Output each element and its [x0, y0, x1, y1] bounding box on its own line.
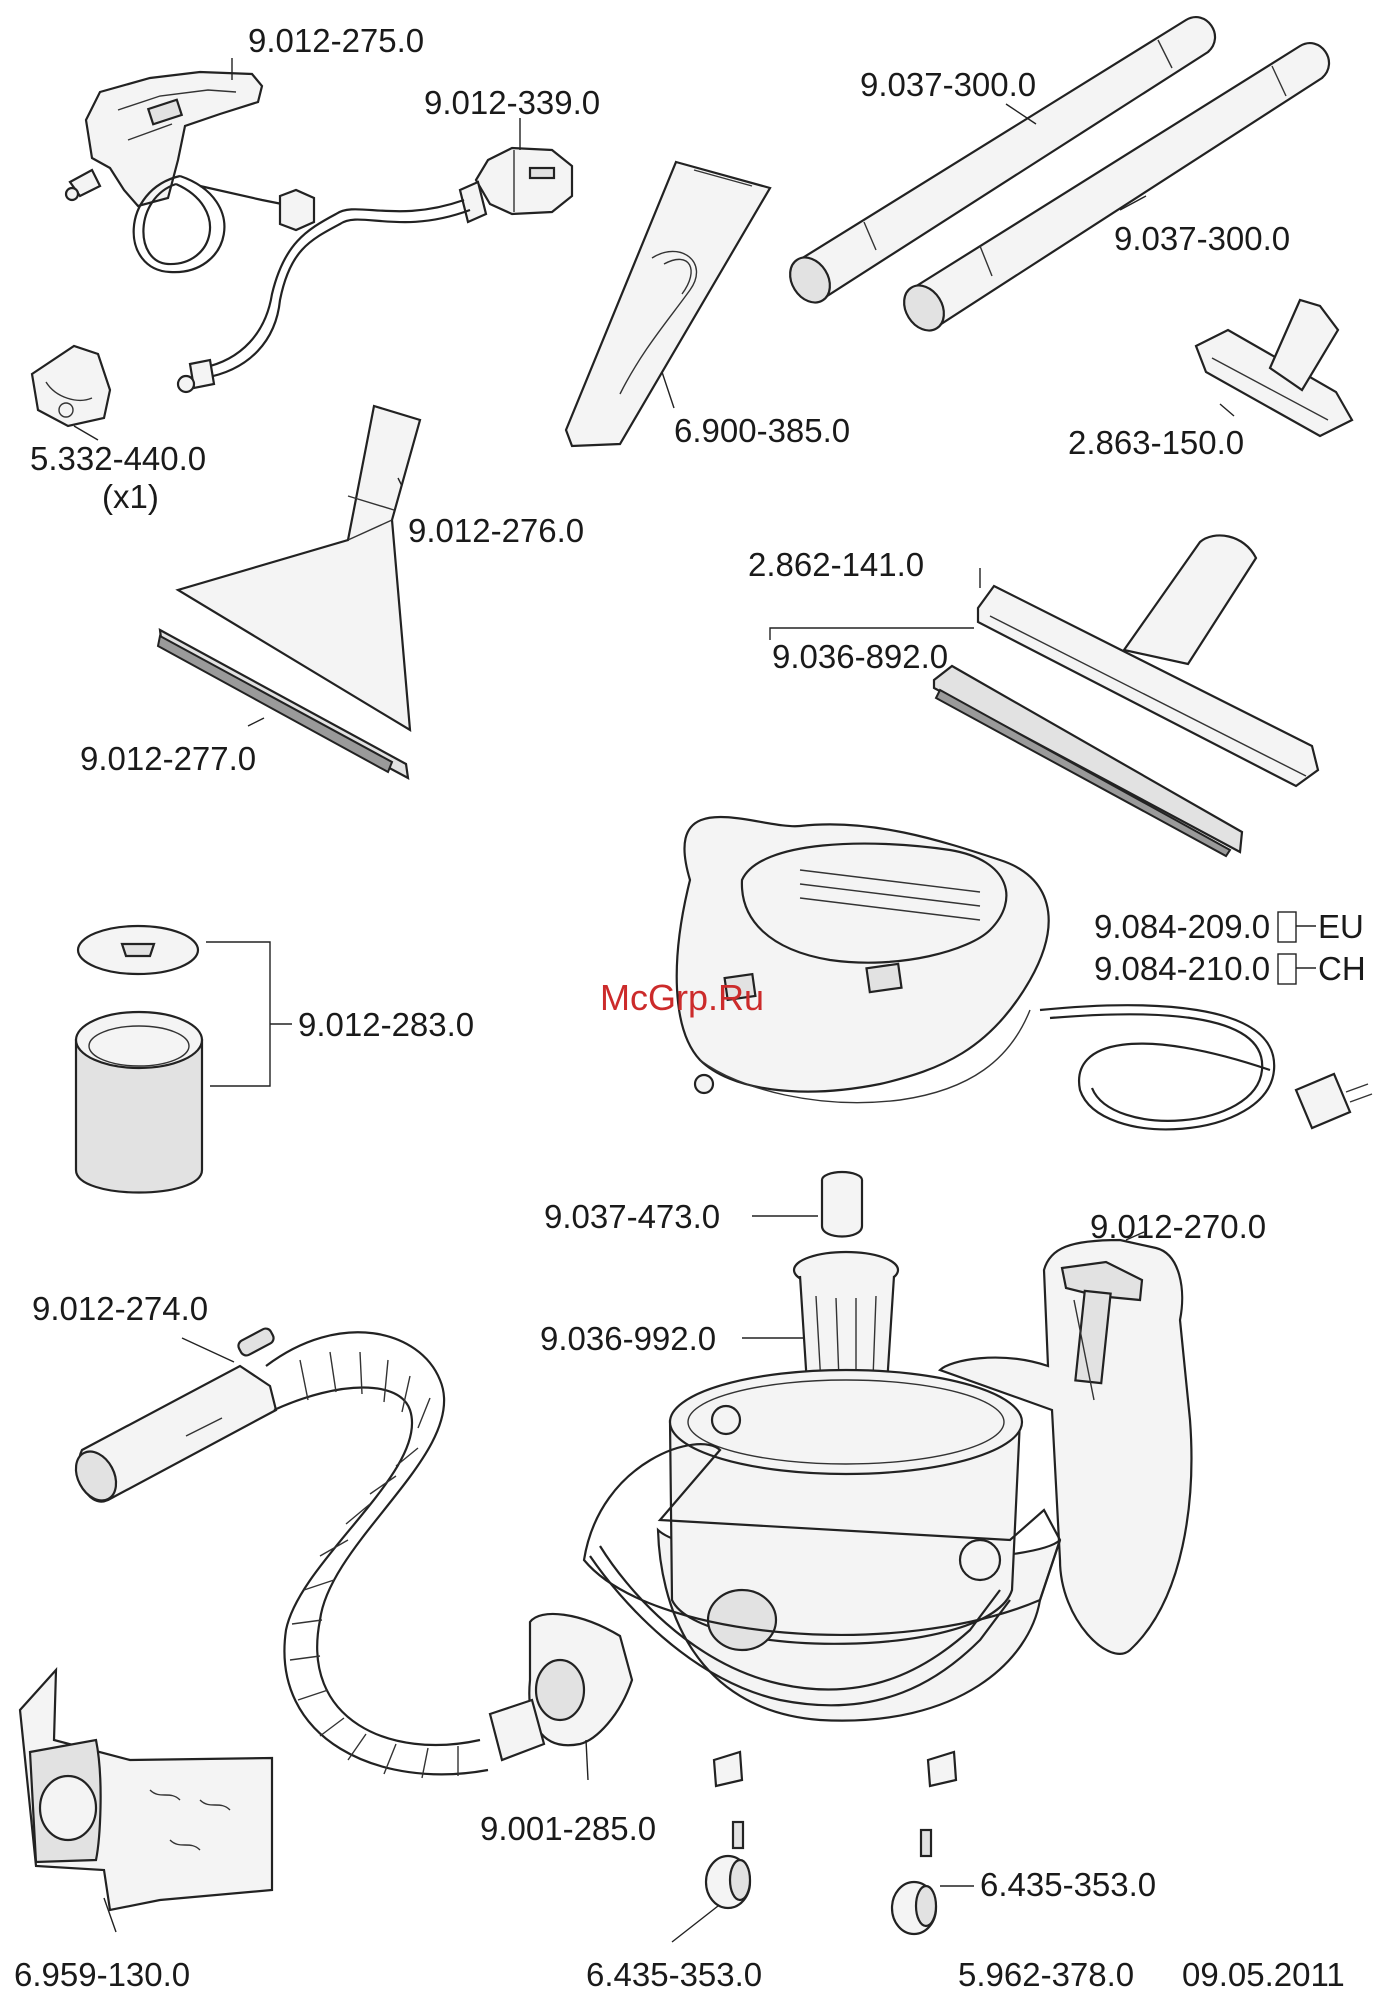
- spray-hose-clip-drawing: [30, 344, 112, 428]
- label-spray-hose-clip-qty: (x1): [102, 478, 159, 515]
- label-floor-strip: 9.036-892.0: [772, 638, 948, 675]
- label-spray-handle: 9.012-275.0: [248, 22, 424, 59]
- leader-filter-bag: [103, 1897, 117, 1933]
- watermark: McGrp.Ru: [600, 977, 764, 1018]
- box-power-cord-ch: [1277, 953, 1297, 985]
- label-hose-connector: 9.001-285.0: [480, 1810, 656, 1847]
- upholstery-spray-nozzle-drawing: [156, 404, 422, 780]
- label-caster-right: 6.435-353.0: [980, 1866, 1156, 1903]
- leader-tube-b: [1119, 195, 1147, 211]
- floor-nozzle-drawing: [932, 534, 1320, 858]
- label-crevice-nozzle: 6.900-385.0: [674, 412, 850, 449]
- label-upholstery-nozzle: 2.863-150.0: [1068, 424, 1244, 461]
- spray-handle-drawing: [64, 70, 316, 274]
- label-filter-set: 9.012-283.0: [298, 1006, 474, 1043]
- caster-right-drawing: [890, 1828, 938, 1936]
- label-filter-bag: 6.959-130.0: [14, 1956, 190, 1989]
- leader-elbow-handle: [181, 1337, 235, 1363]
- leader-water-tank: [1125, 1231, 1145, 1241]
- footer-doc-number: 5.962-378.0: [958, 1956, 1134, 1989]
- bracket-filter-set: [206, 941, 271, 1087]
- vacuum-head-drawing: [675, 815, 1050, 1104]
- label-tube-b: 9.037-300.0: [1114, 220, 1290, 257]
- label-spray-hose-clip: 5.332-440.0: [30, 440, 206, 477]
- footer-date: 09.05.2011: [1182, 1956, 1345, 1989]
- leader-spray-nozzle: [397, 477, 403, 487]
- suction-tube-a-drawing: [789, 16, 1217, 304]
- label-hose-coupling: 9.012-339.0: [424, 84, 600, 121]
- label-tube-a: 9.037-300.0: [860, 66, 1036, 103]
- box-power-cord-eu: [1277, 911, 1297, 943]
- label-elbow-handle: 9.012-274.0: [32, 1290, 208, 1327]
- leader-tube-a: [1005, 103, 1037, 125]
- container-drawing: [582, 1368, 1062, 1788]
- label-power-cord-eu-region: EU: [1318, 908, 1364, 945]
- label-power-cord-eu: 9.084-209.0: [1094, 908, 1270, 945]
- leader-nozzle-insert: [247, 717, 265, 727]
- float-cap-drawing: [820, 1170, 864, 1238]
- water-tank-drawing: [937, 1238, 1193, 1655]
- label-float-cap: 9.037-473.0: [544, 1198, 720, 1235]
- leader-caster-left: [671, 1905, 719, 1943]
- label-nozzle-insert: 9.012-277.0: [80, 740, 256, 777]
- leader-floor-strip: [769, 627, 974, 640]
- label-floor-nozzle: 2.862-141.0: [748, 546, 924, 583]
- label-spray-nozzle: 9.012-276.0: [408, 512, 584, 549]
- label-caster-left: 6.435-353.0: [586, 1956, 762, 1989]
- filter-set-drawing: [74, 924, 204, 1194]
- crevice-nozzle-drawing: [564, 160, 772, 448]
- label-power-cord-ch: 9.084-210.0: [1094, 950, 1270, 987]
- leader-crevice-nozzle: [661, 371, 675, 409]
- upholstery-nozzle-drawing: [1194, 298, 1354, 438]
- label-basket-filter: 9.036-992.0: [540, 1320, 716, 1357]
- leader-spray-hose-clip: [73, 425, 99, 441]
- leader-upholstery-nozzle: [1219, 403, 1235, 417]
- label-water-tank: 9.012-270.0: [1090, 1208, 1266, 1245]
- elbow-handle-drawing: [74, 1327, 489, 1779]
- leader-hose-connector: [585, 1739, 589, 1781]
- caster-left-drawing: [704, 1820, 752, 1910]
- suction-tube-b-drawing: [903, 42, 1331, 332]
- power-cord-drawing: [1039, 1004, 1373, 1131]
- label-power-cord-ch-region: CH: [1318, 950, 1366, 987]
- hose-coupling-drawing: [176, 146, 574, 394]
- filter-bag-drawing: [18, 1667, 274, 1912]
- hose-connector-drawing: [488, 1612, 634, 1762]
